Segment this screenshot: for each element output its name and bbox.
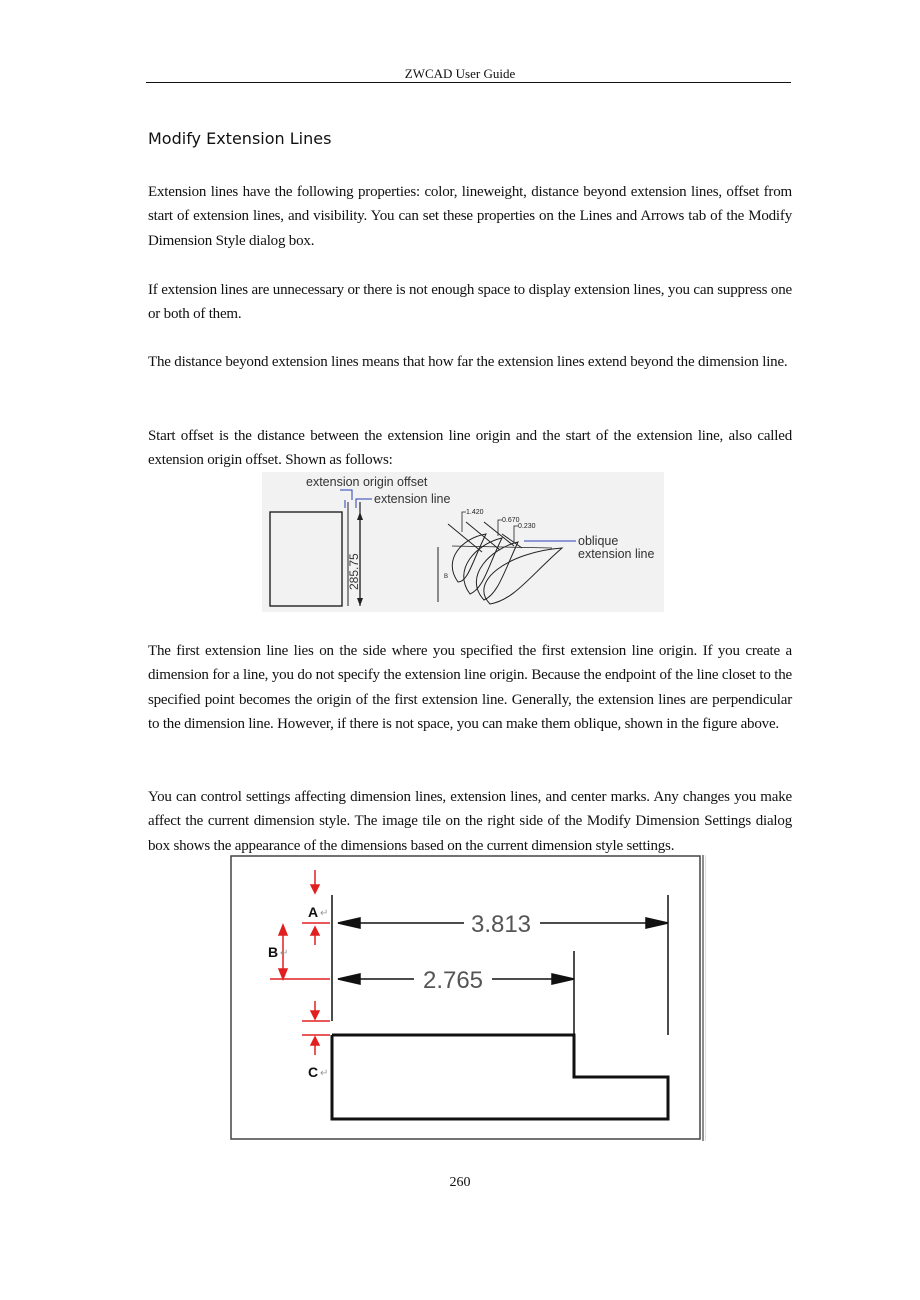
return-mark-icon: ↵ [280, 948, 288, 959]
label-oblique-extension-line: extension line [578, 547, 654, 561]
running-header: ZWCAD User Guide [404, 66, 516, 81]
label-oblique: oblique [578, 534, 618, 548]
paragraph-properties: Extension lines have the following prope… [148, 184, 792, 249]
paragraph-start-offset: Start offset is the distance between the… [148, 428, 792, 469]
label-0-230: 0.230 [518, 523, 536, 530]
return-mark-icon: ↵ [320, 1068, 328, 1079]
paragraph-control-settings: You can control settings affecting dimen… [148, 789, 792, 854]
dimension-2-765: 2.765 [423, 967, 483, 994]
label-dimension-285-75: 285.75 [347, 553, 361, 590]
paragraph-suppress: If extension lines are unnecessary or th… [148, 282, 792, 323]
label-0-670: 0.670 [502, 517, 520, 524]
return-mark-icon: ↵ [320, 908, 328, 919]
label-extension-origin-offset: extension origin offset [306, 475, 428, 489]
paragraph-distance-beyond: The distance beyond extension lines mean… [148, 354, 788, 370]
dimension-3-813: 3.813 [471, 911, 531, 938]
extension-line-figure: extension origin offset extension line 2… [262, 472, 664, 612]
header-rule [146, 82, 791, 83]
label-1-420: 1.420 [466, 509, 484, 516]
label-b-small: B [444, 574, 448, 580]
paragraph-first-extension-line: The first extension line lies on the sid… [148, 643, 792, 732]
label-a: A [308, 904, 318, 920]
label-extension-line: extension line [374, 492, 450, 506]
label-b: B [268, 944, 278, 960]
section-heading: Modify Extension Lines [148, 129, 332, 148]
label-c: C [308, 1064, 318, 1080]
page-number: 260 [449, 1175, 471, 1190]
dimension-preview-figure: 3.813 2.765 A B C ↵ ↵ ↵ [230, 855, 706, 1141]
